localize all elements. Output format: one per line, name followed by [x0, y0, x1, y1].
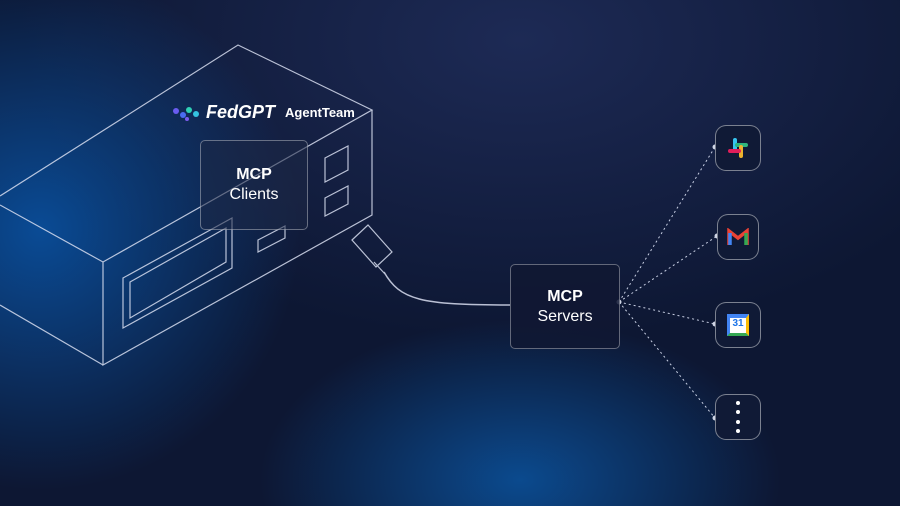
- slack-icon: [728, 138, 748, 158]
- logo-mark-icon: [173, 106, 199, 121]
- more-icon: [736, 401, 740, 433]
- gmail-icon: [727, 228, 749, 245]
- gmail-app[interactable]: [717, 214, 759, 260]
- usb-plug: [351, 224, 393, 275]
- logo-brand: FedGPT: [206, 102, 276, 122]
- servers-subtitle: Servers: [537, 307, 593, 325]
- device-top-face: [0, 44, 374, 263]
- google-calendar-icon: 31: [727, 314, 749, 336]
- fedgpt-logo: FedGPT AgentTeam: [172, 102, 355, 123]
- device-slot: [122, 216, 233, 330]
- mcp-clients-box: MCP Clients: [200, 140, 308, 230]
- calendar-date: 31: [732, 318, 744, 329]
- device-right-face: [102, 110, 373, 367]
- mcp-servers-box: MCP Servers: [510, 264, 620, 349]
- device-port: [324, 145, 349, 217]
- device-small-port: [257, 225, 286, 253]
- connection-lines: [618, 146, 718, 419]
- clients-title: MCP: [236, 166, 272, 183]
- slack-app[interactable]: [715, 125, 761, 171]
- google-calendar-app[interactable]: 31: [715, 302, 761, 348]
- device-left-face: [0, 304, 104, 366]
- more-apps[interactable]: [715, 394, 761, 440]
- clients-subtitle: Clients: [229, 186, 279, 203]
- logo-sub: AgentTeam: [285, 105, 355, 120]
- cable: [383, 271, 511, 306]
- servers-title: MCP: [547, 287, 583, 305]
